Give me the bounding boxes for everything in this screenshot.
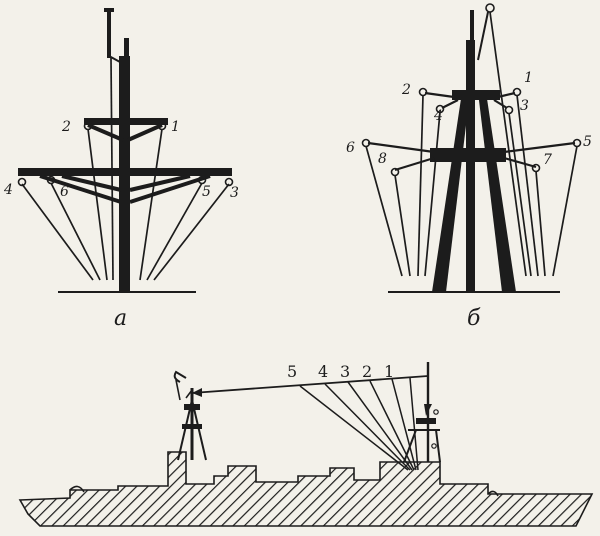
panel-a-caption: a [114, 306, 127, 331]
panel-b-label-3: 3 [520, 98, 529, 114]
panel-a-mast [17, 8, 234, 293]
panel-a-labels: 1 2 3 4 5 6 a [3, 119, 239, 331]
ship-label-1: 1 [384, 362, 394, 381]
ship-profile [18, 362, 594, 527]
panel-a-label-1: 1 [171, 119, 180, 135]
panel-b-label-7: 7 [543, 152, 552, 168]
ship-label-4: 4 [318, 362, 328, 381]
ship-label-2: 2 [362, 362, 372, 381]
panel-b-label-1: 1 [524, 70, 533, 86]
panel-b-label-5: 5 [583, 134, 592, 150]
panel-b-labels: 1 2 3 4 5 6 7 8 б [346, 70, 592, 331]
panel-b-caption: б [467, 306, 481, 331]
ship-halyards [299, 377, 419, 471]
ship-label-5: 5 [287, 362, 297, 381]
panel-b-label-6: 6 [346, 140, 355, 156]
ship-labels: 5 4 3 2 1 [287, 362, 394, 381]
panel-b-label-8: 8 [378, 151, 387, 167]
panel-a-label-3: 3 [230, 185, 239, 201]
panel-b-label-2: 2 [401, 82, 411, 98]
ship-foremast [173, 370, 207, 461]
panel-a-label-2: 2 [61, 119, 71, 135]
panel-a-label-5: 5 [202, 184, 211, 200]
panel-b-mast [361, 3, 582, 293]
panel-a-label-6: 6 [60, 184, 69, 200]
ship-label-3: 3 [340, 362, 350, 381]
ship-hull [18, 451, 594, 527]
panel-a-label-4: 4 [3, 182, 13, 198]
panel-b-label-4: 4 [433, 108, 443, 124]
